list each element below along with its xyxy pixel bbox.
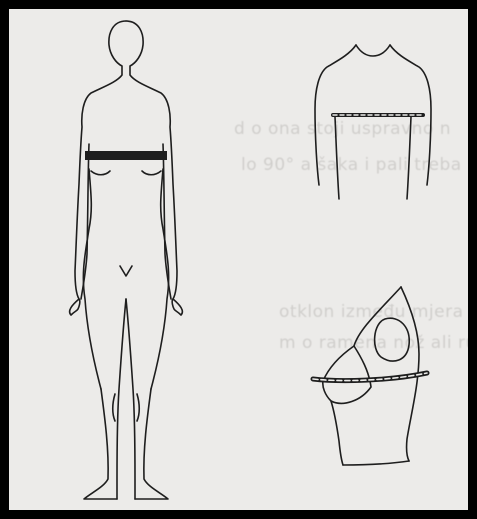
bust-measurement-band [85, 151, 167, 160]
figure-right-torso [151, 169, 169, 389]
detail-neck [356, 45, 390, 56]
figure-left-knee [113, 394, 115, 421]
figure-left-torso [83, 169, 101, 389]
figure-left-hand [70, 299, 80, 315]
figure-left-leg-inner [117, 299, 126, 499]
full-body-figure [70, 21, 183, 499]
detail-left-side [335, 117, 339, 199]
figure-bust-left [91, 171, 110, 175]
detail-right-side [407, 117, 411, 199]
measurement-diagram [9, 9, 468, 510]
side-bust-upper [323, 346, 354, 381]
side-shoulder [354, 287, 401, 346]
paper-page: d o ona stoji uspravno n lo 90° a šaka i… [9, 9, 468, 510]
side-front-below [331, 401, 343, 465]
side-bust-cup [323, 346, 371, 403]
figure-right-knee [137, 394, 139, 421]
figure-crotch [120, 266, 132, 276]
figure-right-hand [172, 299, 182, 315]
side-lower-band [343, 461, 409, 465]
side-arm-hole [375, 318, 410, 361]
upper-torso-detail [315, 45, 431, 199]
figure-left-inner-arm [81, 144, 89, 299]
figure-right-inner-arm [163, 144, 171, 299]
figure-right-leg-inner [126, 299, 135, 499]
figure-bust-right [142, 171, 161, 175]
